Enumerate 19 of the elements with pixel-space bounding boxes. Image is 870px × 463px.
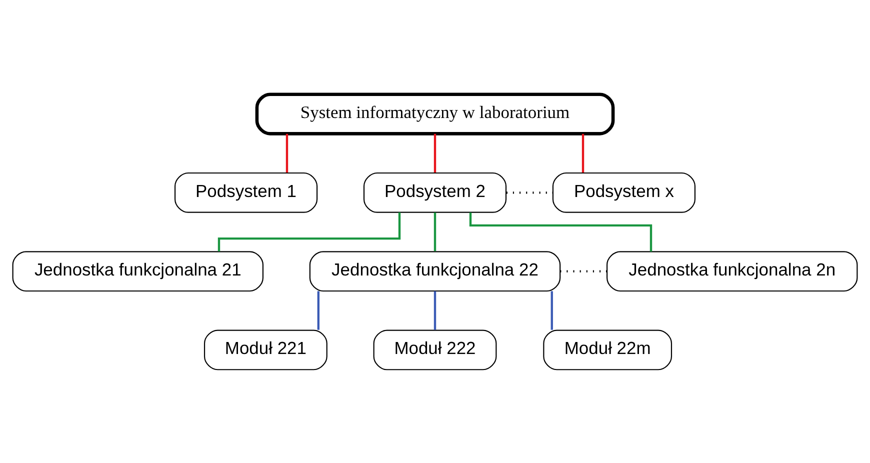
connector bbox=[434, 290, 436, 330]
node-box: Moduł 221 bbox=[204, 329, 328, 370]
node-box: Moduł 222 bbox=[373, 329, 497, 370]
connector bbox=[582, 133, 584, 172]
connector bbox=[434, 212, 436, 251]
connector bbox=[286, 133, 288, 172]
connector bbox=[469, 212, 652, 252]
connector bbox=[550, 290, 553, 330]
node-box: Podsystem 1 bbox=[174, 172, 318, 212]
node-box: Moduł 22m bbox=[543, 329, 672, 370]
connector bbox=[317, 290, 320, 330]
connector bbox=[434, 133, 436, 172]
node-box: Podsystem 2 bbox=[363, 172, 507, 212]
node-box: Podsystem x bbox=[552, 172, 696, 212]
connector bbox=[218, 212, 401, 251]
node-box: Jednostka funkcjonalna 21 bbox=[12, 250, 264, 292]
node-box: Jednostka funkcjonalna 22 bbox=[309, 250, 561, 292]
node-box: System informatyczny w laboratorium bbox=[255, 92, 615, 135]
node-box: Jednostka funkcjonalna 2n bbox=[606, 250, 858, 292]
